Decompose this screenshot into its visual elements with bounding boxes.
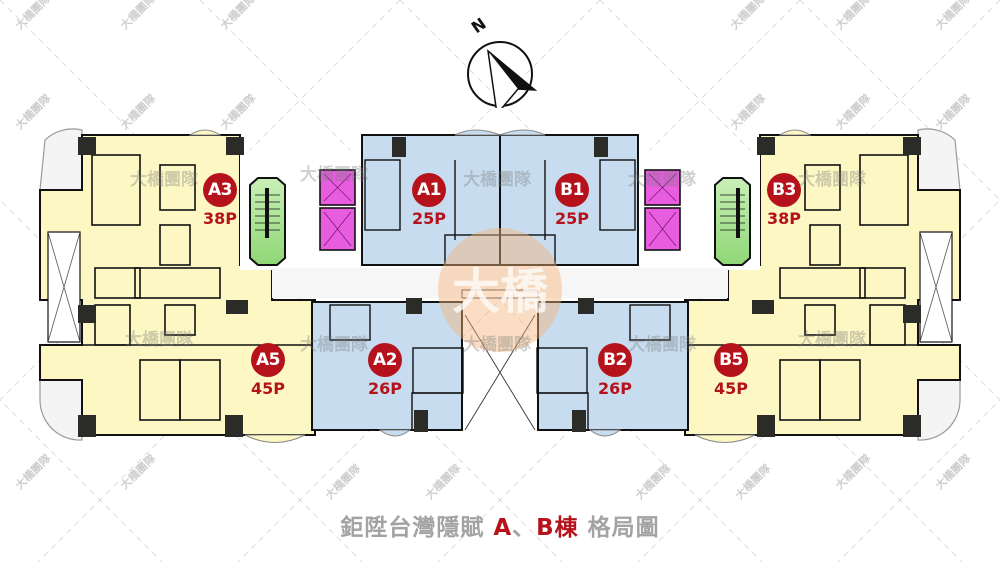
unit-size: 45P — [251, 379, 285, 398]
unit-label-a1[interactable]: A1 25P — [399, 173, 459, 229]
floor-plan-caption: 鉅陞台灣隱賦 A、B棟 格局圖 — [0, 508, 1000, 542]
unit-size: 26P — [598, 379, 632, 398]
unit-label-b3[interactable]: B3 38P — [754, 173, 814, 229]
watermark-text: 大橋團隊 — [628, 335, 696, 355]
caption-building-b: B棟 — [536, 515, 579, 541]
unit-size: 38P — [767, 209, 801, 228]
unit-id-badge: B3 — [767, 173, 801, 207]
unit-id-badge: A2 — [368, 343, 402, 377]
unit-label-b2[interactable]: B2 26P — [585, 343, 645, 399]
unit-size: 25P — [555, 209, 589, 228]
unit-size: 26P — [368, 379, 402, 398]
watermark-text: 大橋團隊 — [798, 170, 866, 190]
caption-separator: 、 — [512, 515, 537, 541]
caption-suffix: 格局圖 — [578, 515, 660, 541]
watermark-text: 大橋團隊 — [300, 165, 368, 185]
unit-id-badge: B1 — [555, 173, 589, 207]
caption-prefix: 鉅陞台灣隱賦 — [340, 515, 494, 541]
unit-id-badge: A1 — [412, 173, 446, 207]
unit-label-a3[interactable]: A3 38P — [190, 173, 250, 229]
unit-id-badge: A3 — [203, 173, 237, 207]
watermark-text: 大橋團隊 — [300, 335, 368, 355]
unit-label-b1[interactable]: B1 25P — [542, 173, 602, 229]
watermark-text: 大橋團隊 — [463, 170, 531, 190]
watermark-text: 大橋團隊 — [130, 170, 198, 190]
unit-label-a5[interactable]: A5 45P — [238, 343, 298, 399]
unit-size: 38P — [203, 209, 237, 228]
unit-id-badge: A5 — [251, 343, 285, 377]
north-compass-icon — [467, 41, 538, 108]
caption-building-a: A — [493, 515, 513, 541]
unit-label-b5[interactable]: B5 45P — [701, 343, 761, 399]
watermark-text: 大橋團隊 — [628, 170, 696, 190]
watermark-text: 大橋團隊 — [463, 335, 531, 355]
unit-id-badge: B5 — [714, 343, 748, 377]
unit-id-badge: B2 — [598, 343, 632, 377]
watermark-text: 大橋團隊 — [798, 330, 866, 350]
unit-size: 25P — [412, 209, 446, 228]
unit-size: 45P — [714, 379, 748, 398]
svg-text:大橋: 大橋 — [452, 264, 549, 320]
watermark-text: 大橋團隊 — [125, 330, 193, 350]
unit-label-a2[interactable]: A2 26P — [355, 343, 415, 399]
